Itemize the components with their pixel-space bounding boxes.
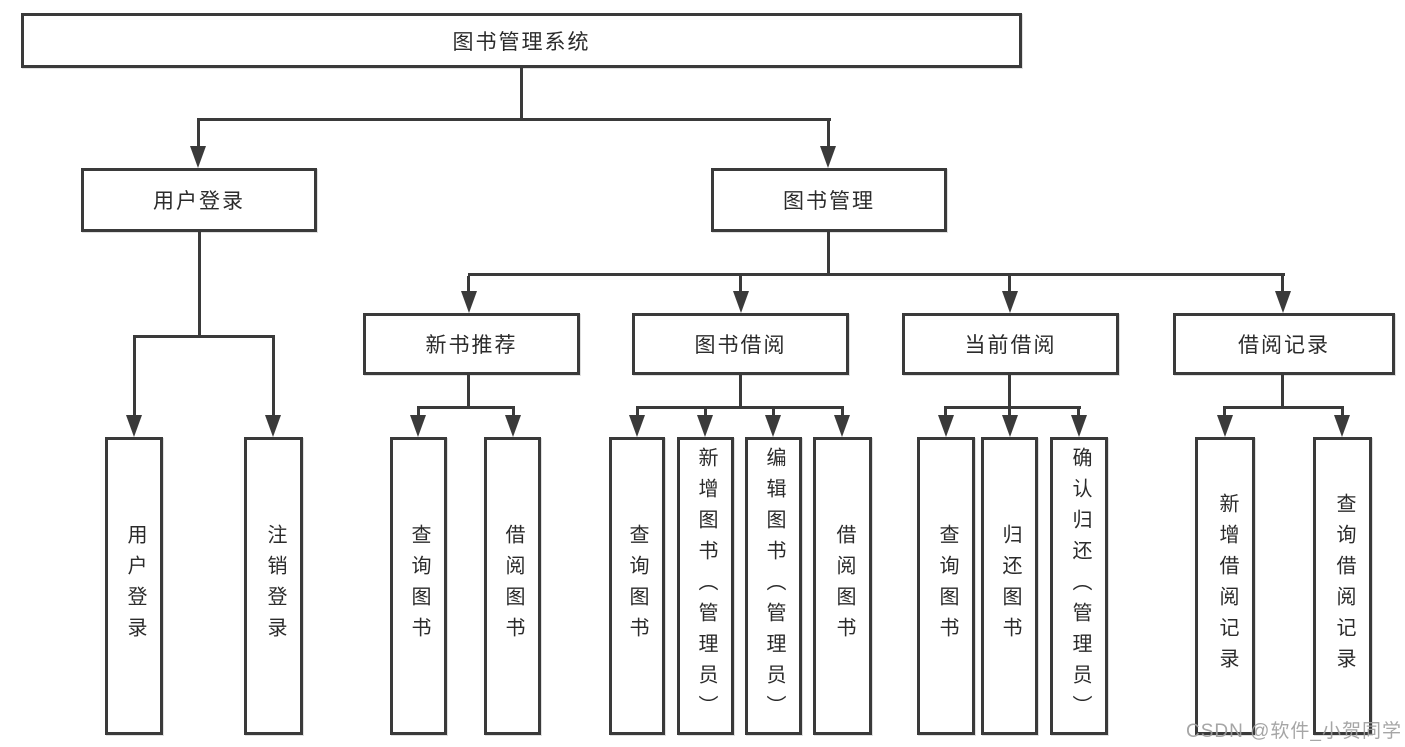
node-current-borrow: 当前借阅 (902, 313, 1119, 375)
arrow-down-icon (733, 291, 749, 313)
leaf-add-book-admin: 新增图书（管理员） (677, 437, 734, 735)
arrow-down-icon (1002, 415, 1018, 437)
connector (636, 406, 844, 409)
node-new-book-recommend: 新书推荐 (363, 313, 580, 375)
leaf-borrow-book-1: 借阅图书 (484, 437, 541, 735)
connector (841, 406, 844, 418)
connector (1223, 406, 1226, 418)
node-borrow-record: 借阅记录 (1173, 313, 1395, 375)
connector (704, 406, 707, 418)
arrow-down-icon (820, 146, 836, 168)
arrow-down-icon (1334, 415, 1350, 437)
arrow-down-icon (461, 291, 477, 313)
connector (417, 406, 515, 409)
arrow-down-icon (1275, 291, 1291, 313)
connector (468, 273, 1285, 276)
connector (1077, 406, 1080, 418)
connector (198, 232, 201, 335)
leaf-user-login: 用户登录 (105, 437, 163, 735)
connector (739, 375, 742, 406)
arrow-down-icon (126, 415, 142, 437)
leaf-query-book-3: 查询图书 (917, 437, 975, 735)
connector (1281, 375, 1284, 406)
connector (467, 375, 470, 406)
arrow-down-icon (938, 415, 954, 437)
connector (1008, 375, 1011, 406)
connector (739, 276, 742, 293)
arrow-down-icon (1071, 415, 1087, 437)
connector (827, 121, 830, 148)
node-user-login: 用户登录 (81, 168, 317, 232)
leaf-query-book-1: 查询图书 (390, 437, 447, 735)
leaf-logout: 注销登录 (244, 437, 303, 735)
connector (133, 335, 275, 338)
node-root: 图书管理系统 (21, 13, 1022, 68)
arrow-down-icon (834, 415, 850, 437)
connector (520, 68, 523, 118)
connector (133, 338, 136, 417)
arrow-down-icon (505, 415, 521, 437)
connector (197, 121, 200, 148)
watermark: CSDN @软件_小贺同学 (1186, 721, 1402, 742)
arrow-down-icon (697, 415, 713, 437)
leaf-add-borrow-record: 新增借阅记录 (1195, 437, 1255, 735)
arrow-down-icon (265, 415, 281, 437)
node-book-management: 图书管理 (711, 168, 947, 232)
connector (1008, 276, 1011, 293)
connector (1008, 406, 1011, 418)
leaf-query-borrow-record: 查询借阅记录 (1313, 437, 1372, 735)
connector (1341, 406, 1344, 418)
arrow-down-icon (765, 415, 781, 437)
arrow-down-icon (1002, 291, 1018, 313)
leaf-confirm-return-admin: 确认归还（管理员） (1050, 437, 1108, 735)
node-book-borrow: 图书借阅 (632, 313, 849, 375)
connector (1224, 406, 1344, 409)
connector (417, 406, 420, 418)
connector (512, 406, 515, 418)
connector (272, 338, 275, 417)
leaf-return-book: 归还图书 (981, 437, 1038, 735)
connector (1281, 276, 1284, 293)
arrow-down-icon (190, 146, 206, 168)
leaf-query-book-2: 查询图书 (609, 437, 665, 735)
connector (944, 406, 947, 418)
connector (197, 118, 831, 121)
connector (772, 406, 775, 418)
connector (944, 406, 1081, 409)
leaf-borrow-book-2: 借阅图书 (813, 437, 872, 735)
arrow-down-icon (629, 415, 645, 437)
connector (827, 232, 830, 273)
arrow-down-icon (1217, 415, 1233, 437)
leaf-edit-book-admin: 编辑图书（管理员） (745, 437, 802, 735)
connector (467, 276, 470, 293)
connector (636, 406, 639, 418)
arrow-down-icon (410, 415, 426, 437)
